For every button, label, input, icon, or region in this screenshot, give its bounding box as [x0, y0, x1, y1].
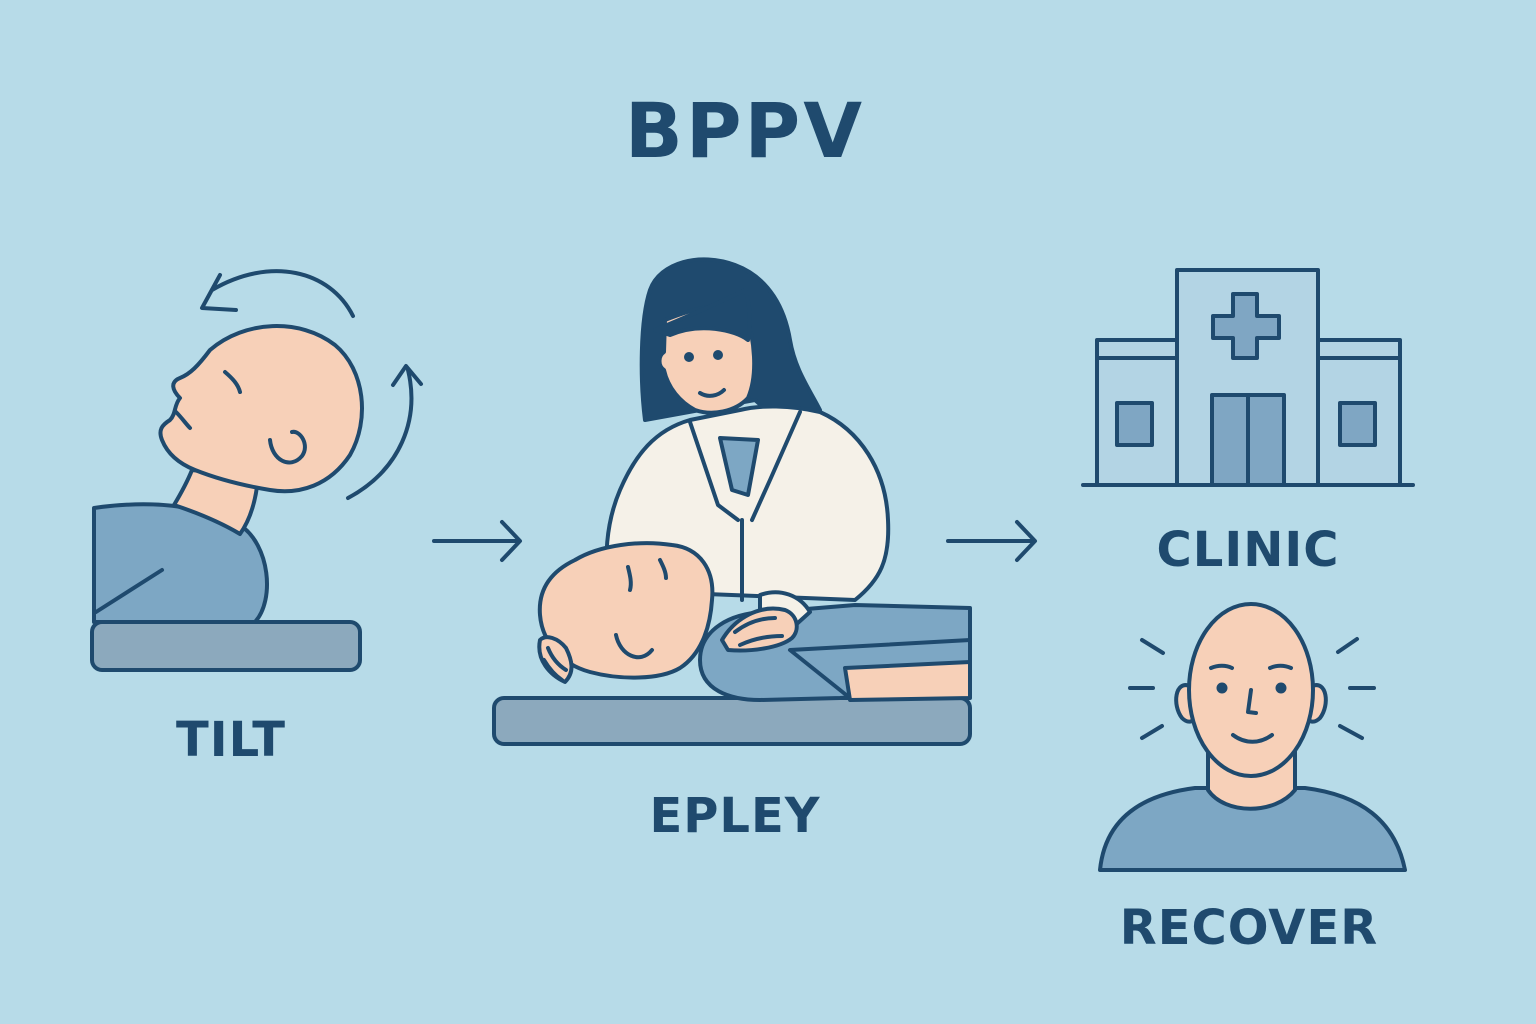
- epley-patient-head: [537, 541, 715, 680]
- step-label-epley: EPLEY: [649, 788, 821, 844]
- recover-person-eye-right: [1275, 682, 1287, 694]
- step-label-tilt: TILT: [176, 712, 286, 768]
- tilt-illustration: [90, 269, 423, 672]
- tilt-patient-neck: [172, 468, 260, 536]
- doctor-mouth: [698, 388, 726, 398]
- step-label-clinic: CLINIC: [1156, 522, 1340, 578]
- tilt-patient-arm-line: [94, 568, 164, 614]
- doctor-lapel-right: [750, 410, 802, 522]
- doctor-lapel-left: [688, 420, 740, 522]
- epley-illustration: [492, 257, 972, 746]
- rotation-arrow-icon: [210, 269, 355, 318]
- recover-person-brow-right: [1268, 663, 1293, 670]
- doctor-fingers-right: [733, 616, 784, 647]
- step-label-recover: RECOVER: [1119, 900, 1379, 956]
- flow-arrow-icon: [432, 520, 522, 562]
- doctor-eye-left: [684, 352, 694, 362]
- doctor-hand-right: [720, 606, 799, 653]
- rotation-arrow-head-top: [200, 273, 238, 312]
- rotation-arrow-head-side: [391, 364, 423, 387]
- tilt-patient-ear: [268, 429, 307, 465]
- doctor-bangs: [653, 288, 752, 342]
- tilt-patient-head: [158, 324, 364, 494]
- rotation-arrow-icon: [346, 368, 414, 500]
- medical-cross-icon: [1211, 292, 1281, 360]
- flow-arrow-icon: [946, 520, 1037, 562]
- recover-person-eye-left: [1216, 682, 1228, 694]
- recover-person-brow-left: [1209, 663, 1234, 670]
- tilt-patient-mouth: [174, 410, 192, 430]
- epley-bed: [492, 696, 972, 746]
- diagram-title: BPPV: [624, 86, 866, 175]
- recover-person-shirt: [1098, 786, 1407, 872]
- recover-illustration: [1098, 602, 1407, 872]
- tilt-bed: [90, 620, 362, 672]
- doctor-fingers-left: [542, 646, 568, 682]
- doctor-eye-right: [713, 350, 723, 360]
- doctor-scrub: [718, 436, 760, 497]
- epley-patient-mouth: [614, 633, 654, 660]
- recover-person-nose: [1246, 688, 1258, 715]
- clinic-window-left: [1115, 401, 1154, 447]
- epley-patient-hand: [843, 660, 972, 702]
- epley-patient-eye-right: [658, 558, 668, 580]
- clinic-illustration: [1081, 268, 1415, 487]
- epley-patient-eye-left: [626, 565, 633, 592]
- radiance-lines-icon: [1128, 637, 1376, 740]
- recover-person-smile: [1231, 733, 1274, 744]
- tilt-patient-eye: [223, 370, 242, 394]
- clinic-window-right: [1338, 401, 1377, 447]
